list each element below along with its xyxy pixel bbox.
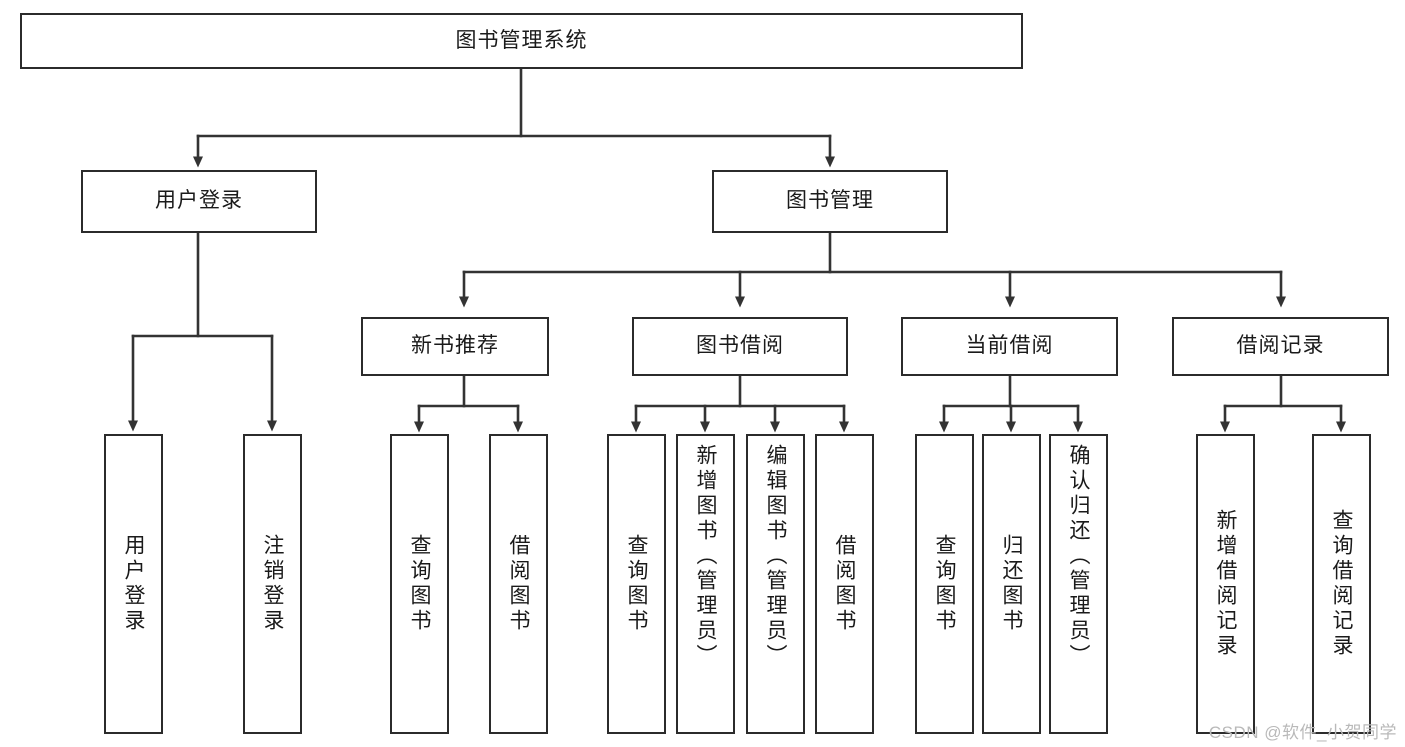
node-leaf-add-book-admin[interactable]: 新增图书（管理员） [676,434,735,734]
node-current-borrowing[interactable]: 当前借阅 [901,317,1118,376]
node-book-borrowing[interactable]: 图书借阅 [632,317,848,376]
node-new-book-recommendation[interactable]: 新书推荐 [361,317,549,376]
node-leaf-query-book-current[interactable]: 查询图书 [915,434,974,734]
node-leaf-borrow-book[interactable]: 借阅图书 [815,434,874,734]
node-leaf-query-book-recommend[interactable]: 查询图书 [390,434,449,734]
node-label: 借阅图书 [833,534,856,634]
node-label: 编辑图书（管理员） [764,444,787,669]
node-leaf-logout[interactable]: 注销登录 [243,434,302,734]
node-label: 新增图书（管理员） [694,444,717,669]
node-label: 查询借阅记录 [1330,509,1353,659]
node-leaf-user-login[interactable]: 用户登录 [104,434,163,734]
node-label: 查询图书 [933,534,956,634]
node-label: 用户登录 [155,189,243,213]
node-leaf-return-book[interactable]: 归还图书 [982,434,1041,734]
watermark-text: CSDN @软件_小贺同学 [1208,723,1397,742]
node-label: 图书管理系统 [455,28,588,52]
node-label: 当前借阅 [965,334,1054,358]
node-label: 确认归还（管理员） [1067,444,1090,669]
node-leaf-add-borrow-record[interactable]: 新增借阅记录 [1196,434,1255,734]
node-leaf-edit-book-admin[interactable]: 编辑图书（管理员） [746,434,805,734]
node-label: 注销登录 [261,534,284,634]
node-book-management[interactable]: 图书管理 [712,170,948,233]
node-label: 新书推荐 [411,334,499,358]
node-user-login[interactable]: 用户登录 [81,170,317,233]
node-label: 图书管理 [786,189,874,213]
node-label: 归还图书 [1000,534,1023,634]
node-leaf-borrow-book-recommend[interactable]: 借阅图书 [489,434,548,734]
node-root-book-management-system[interactable]: 图书管理系统 [20,13,1023,69]
node-leaf-query-borrow-record[interactable]: 查询借阅记录 [1312,434,1371,734]
node-label: 查询图书 [408,534,431,634]
node-label: 查询图书 [625,534,648,634]
node-leaf-query-book-borrow[interactable]: 查询图书 [607,434,666,734]
node-leaf-confirm-return-admin[interactable]: 确认归还（管理员） [1049,434,1108,734]
node-label: 借阅图书 [507,534,530,634]
node-label: 借阅记录 [1236,334,1325,358]
node-label: 图书借阅 [696,334,784,358]
node-label: 用户登录 [122,534,145,634]
node-borrowing-record[interactable]: 借阅记录 [1172,317,1389,376]
node-label: 新增借阅记录 [1214,509,1237,659]
